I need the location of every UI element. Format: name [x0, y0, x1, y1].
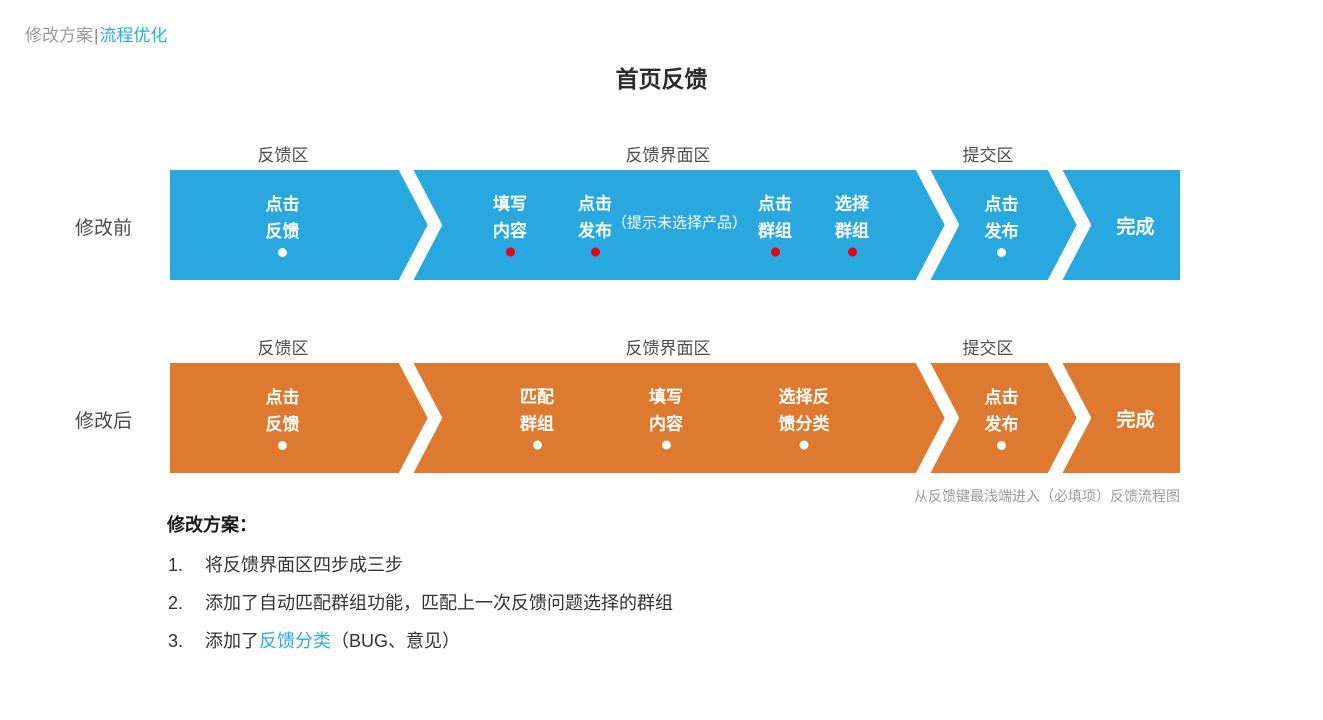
step-click-publish-final: 点击 发布 [985, 387, 1019, 450]
chevron-separator-icon [1047, 363, 1091, 473]
step-click-group: 点击 群组 [758, 194, 792, 257]
chevron-stroke [398, 363, 442, 473]
area-label-submit-before: 提交区 [962, 146, 1014, 165]
step-label-line: 选择 [835, 194, 869, 214]
step-status-dot [661, 440, 671, 450]
segment-feedback-after: 点击 反馈 [170, 363, 395, 473]
step-status-dot [532, 440, 542, 450]
segment-submit-after: 点击 发布 [959, 363, 1044, 473]
area-label-interface-after: 反馈界面区 [625, 339, 711, 358]
publish-warning-note: （提示未选择产品） [612, 214, 748, 232]
step-click-feedback: 点击 反馈 [266, 194, 300, 257]
step-label-line: 发布 [984, 414, 1019, 434]
done-label: 完成 [1116, 409, 1155, 431]
chevron-stroke [915, 363, 959, 473]
note-item-text-prefix: 添加了 [205, 631, 259, 651]
step-status-dot [997, 247, 1006, 257]
step-label-line: 点击 [758, 194, 792, 214]
breadcrumb-divider: | [94, 26, 99, 45]
step-click-publish-final: 点击 发布 [985, 194, 1019, 257]
breadcrumb-section: 修改方案 [25, 26, 93, 45]
segment-interface-before: 填写 内容 点击 发布 （提示未选择产品） 点击 群组 选择 群组 [442, 170, 912, 280]
step-label-line: 反馈 [265, 414, 300, 434]
note-item-text-suffix: （BUG、意见） [331, 631, 461, 651]
segment-done-before: 完成 [1091, 170, 1180, 280]
step-label-line: 选择反 [778, 387, 830, 407]
feedback-category-link[interactable]: 反馈分类 [259, 631, 331, 651]
note-item-text: 将反馈界面区四步成三步 [205, 555, 403, 575]
note-item-number: 2. [168, 593, 184, 613]
note-item-1: 1. 将反馈界面区四步成三步 [168, 554, 403, 576]
chevron-separator-icon [1047, 170, 1091, 280]
area-label-feedback-before: 反馈区 [257, 146, 309, 165]
step-label-line: 反馈 [265, 221, 300, 241]
step-label-line: 填写 [493, 194, 527, 214]
step-status-dot [278, 440, 287, 450]
chevron-separator-icon [398, 170, 442, 280]
step-status-dot [505, 247, 515, 257]
step-label-line: 匹配 [520, 387, 554, 407]
step-label-line: 点击 [984, 194, 1019, 214]
step-label-line: 群组 [520, 414, 554, 434]
step-label-line: 点击 [984, 387, 1019, 407]
step-label-line: 点击 [578, 194, 612, 214]
note-item-text: 添加了自动匹配群组功能，匹配上一次反馈问题选择的群组 [205, 593, 673, 613]
note-item-3: 3. 添加了反馈分类（BUG、意见） [168, 630, 460, 652]
segment-submit-before: 点击 发布 [959, 170, 1044, 280]
area-label-interface-before: 反馈界面区 [625, 146, 711, 165]
chevron-stroke [1047, 363, 1091, 473]
chevron-stroke [915, 170, 959, 280]
step-label-line: 内容 [493, 221, 527, 241]
step-fill-content: 填写 内容 [649, 387, 683, 450]
step-status-dot [799, 440, 809, 450]
note-item-number: 3. [168, 631, 184, 651]
chevron-separator-icon [398, 363, 442, 473]
step-match-group: 匹配 群组 [520, 387, 554, 450]
step-fill-content: 填写 内容 [493, 194, 527, 257]
breadcrumb-current-tab[interactable]: 流程优化 [99, 26, 168, 45]
step-click-publish: 点击 发布 [578, 194, 612, 257]
segment-done-after: 完成 [1091, 363, 1180, 473]
row-label-after: 修改后 [75, 411, 133, 432]
step-label-line: 发布 [578, 221, 612, 241]
chevron-separator-icon [915, 170, 959, 280]
step-click-feedback: 点击 反馈 [266, 387, 300, 450]
step-status-dot [997, 440, 1006, 450]
step-select-category: 选择反 馈分类 [779, 387, 830, 450]
chevron-stroke [1047, 170, 1091, 280]
step-select-group: 选择 群组 [835, 194, 869, 257]
note-item-text: 添加了反馈分类（BUG、意见） [205, 630, 460, 652]
note-item-number: 1. [168, 555, 184, 575]
chevron-stroke [398, 170, 442, 280]
row-label-before: 修改前 [75, 218, 133, 239]
step-label-line: 馈分类 [778, 414, 830, 434]
page-title: 首页反馈 [615, 66, 708, 92]
segment-interface-after: 匹配 群组 填写 内容 选择反 馈分类 [442, 363, 912, 473]
step-label-line: 内容 [649, 414, 683, 434]
segment-feedback-before: 点击 反馈 [170, 170, 395, 280]
flow-bar-before: 点击 反馈 填写 内容 点击 发布 （提示未选择产品） 点击 群组 [170, 170, 1180, 280]
step-label-line: 群组 [835, 221, 869, 241]
step-label-line: 点击 [265, 387, 300, 407]
flow-caption: 从反馈键最浅端进入（必填项）反馈流程图 [914, 488, 1180, 504]
area-label-feedback-after: 反馈区 [257, 339, 309, 358]
done-label: 完成 [1116, 216, 1155, 238]
step-label-line: 点击 [265, 194, 300, 214]
step-status-dot [278, 247, 287, 257]
step-label-line: 填写 [649, 387, 683, 407]
area-label-submit-after: 提交区 [962, 339, 1014, 358]
chevron-separator-icon [915, 363, 959, 473]
note-item-2: 2. 添加了自动匹配群组功能，匹配上一次反馈问题选择的群组 [168, 592, 673, 614]
notes-heading: 修改方案： [167, 515, 257, 535]
breadcrumb: 修改方案|流程优化 [25, 21, 167, 46]
flow-bar-after: 点击 反馈 匹配 群组 填写 内容 选择反 馈分类 [170, 363, 1180, 473]
step-label-line: 群组 [758, 221, 792, 241]
step-label-line: 发布 [984, 221, 1019, 241]
step-status-dot [770, 247, 780, 257]
step-status-dot [590, 247, 600, 257]
step-status-dot [847, 247, 857, 257]
